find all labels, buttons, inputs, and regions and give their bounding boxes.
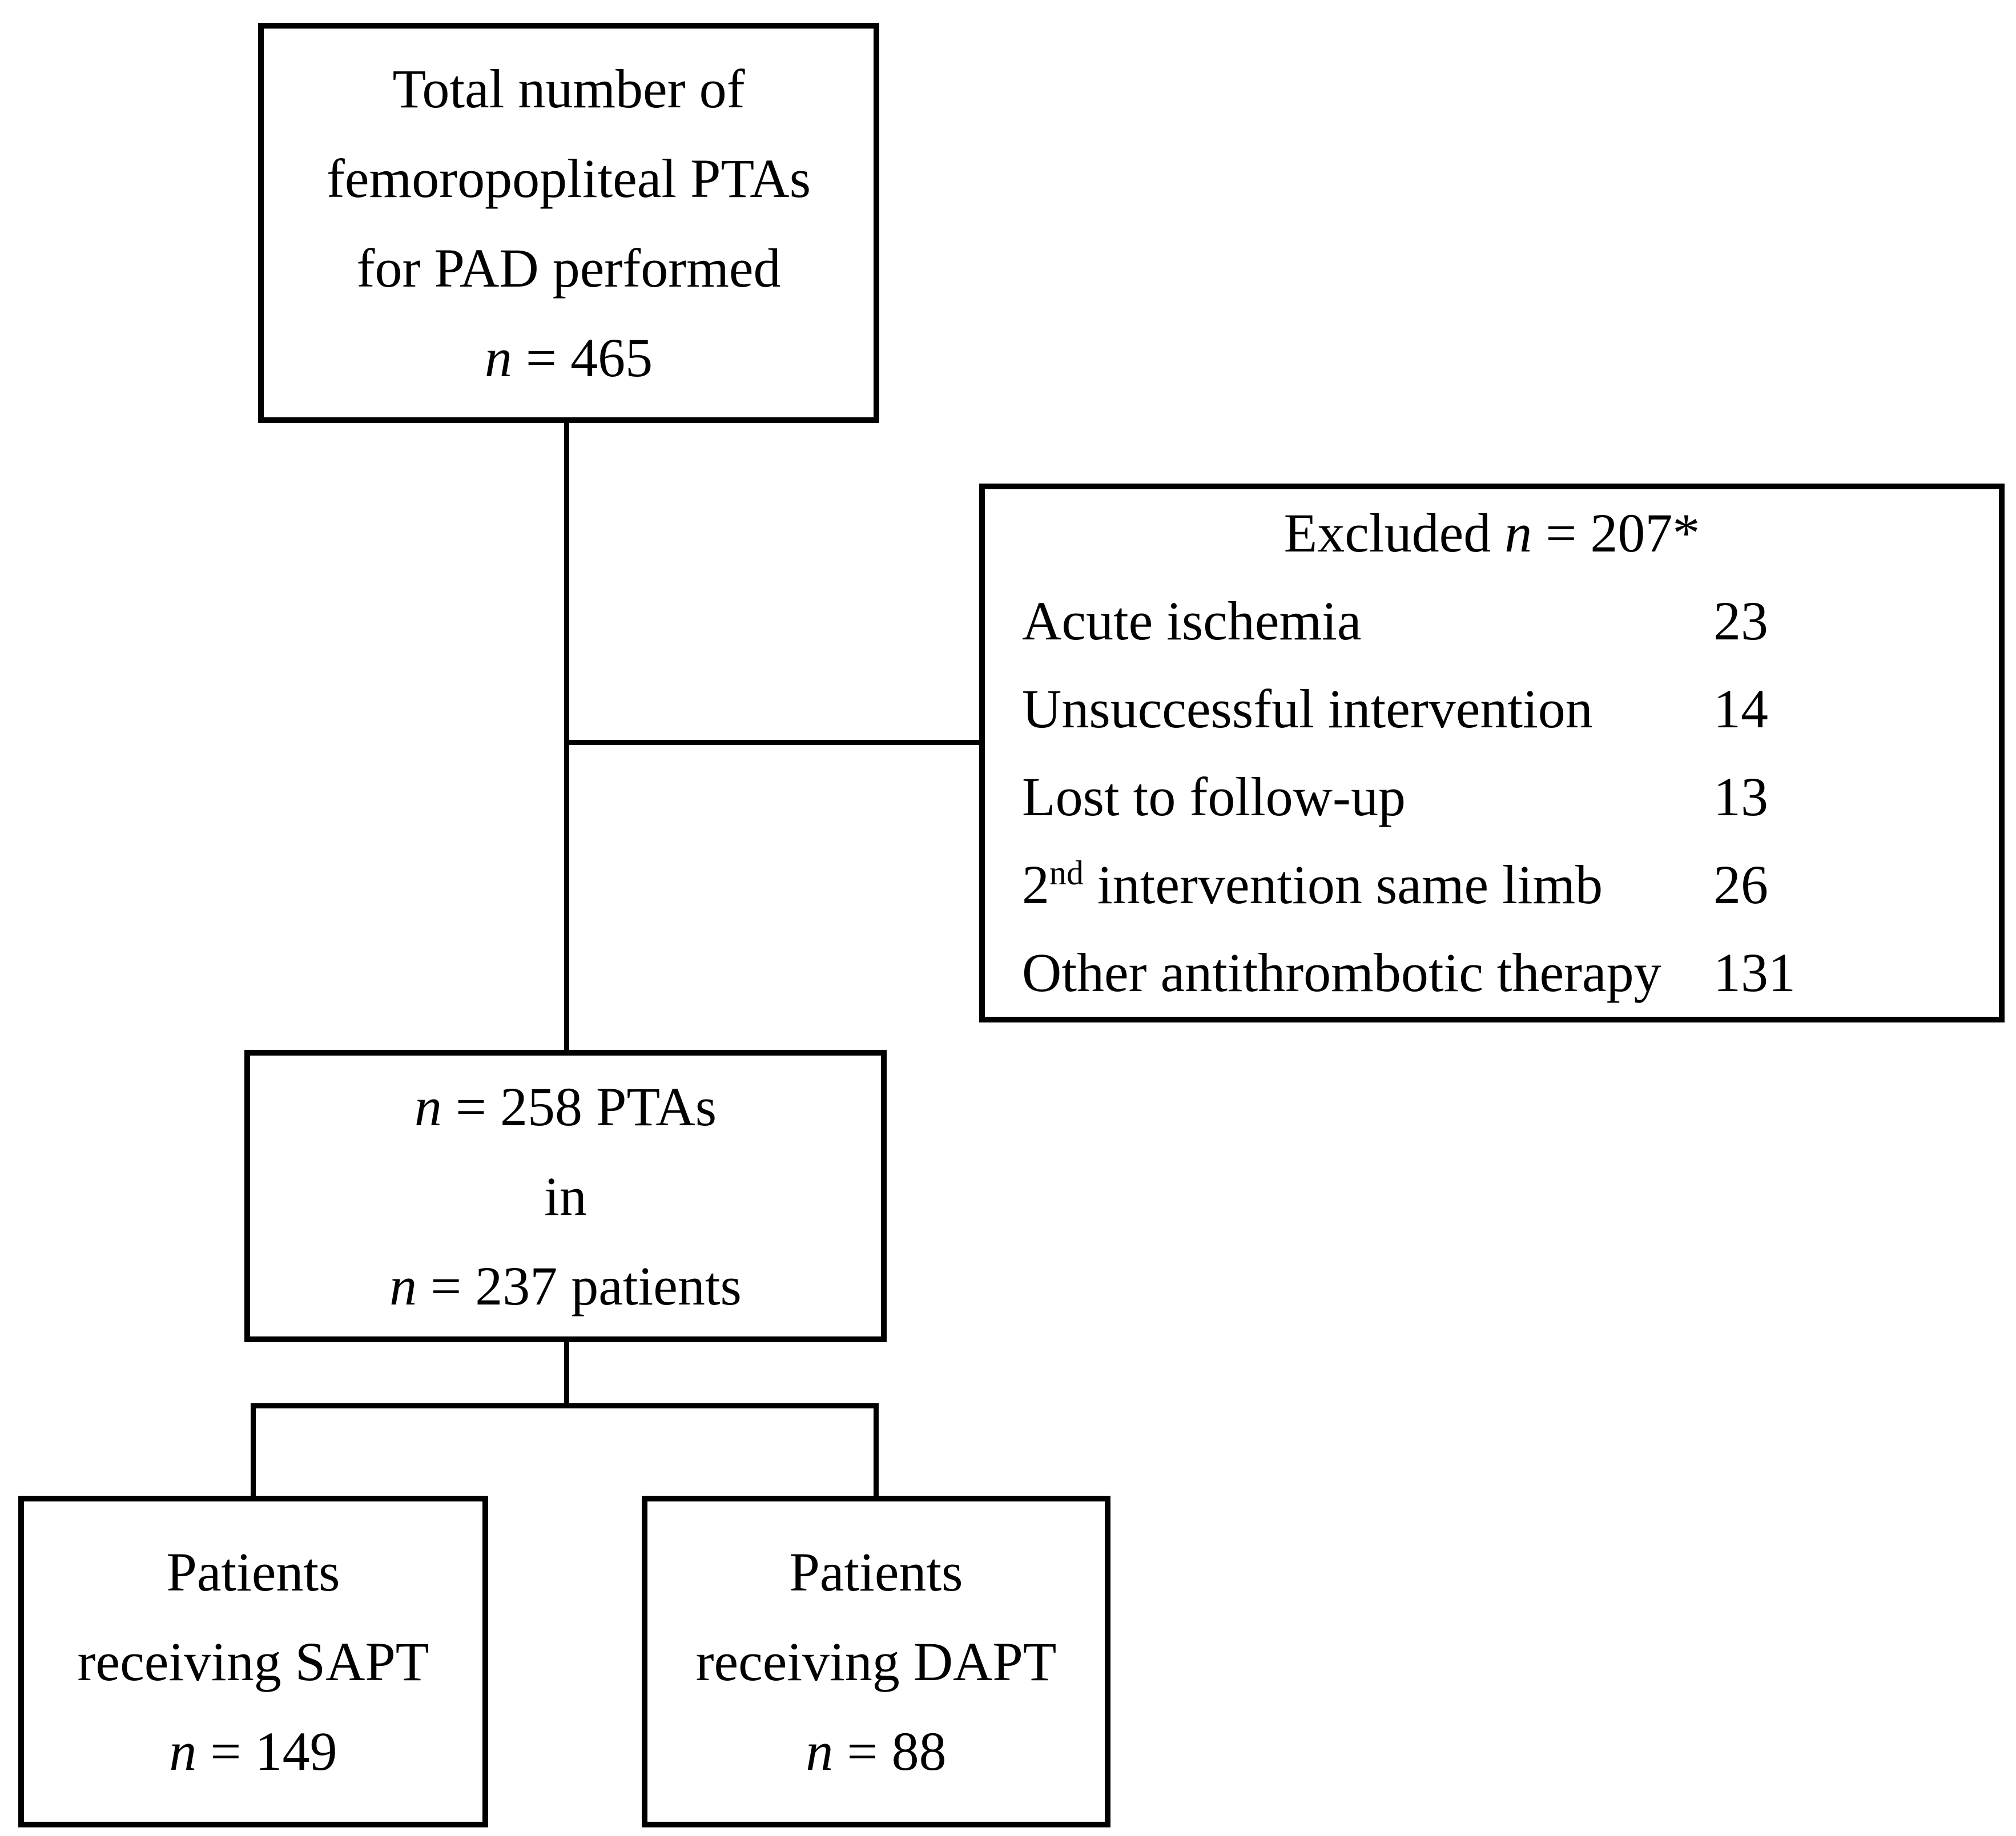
box-text-line: Patients xyxy=(789,1541,963,1603)
n-count-line: n = 88 xyxy=(806,1706,946,1796)
excluded-row-label: Acute ischemia xyxy=(1022,590,1362,651)
box-text-line: receiving SAPT xyxy=(77,1631,429,1692)
excluded-row-label: Unsuccessful intervention xyxy=(1022,678,1593,739)
excluded-title: Excluded n = 207* xyxy=(985,489,1999,577)
box-text-line: in xyxy=(544,1165,587,1227)
n-variable: n xyxy=(484,327,512,388)
sapt-group-box: Patients receiving SAPT n = 149 xyxy=(18,1496,488,1827)
box-text-line: Patients xyxy=(166,1541,340,1603)
box-text-line: Total number of xyxy=(392,58,745,119)
n-variable: n xyxy=(169,1721,197,1782)
excluded-row-label: Other antithrombotic therapy xyxy=(1022,942,1661,1003)
excluded-row: Unsuccessful intervention 14 xyxy=(985,665,1999,753)
excluded-row-value: 26 xyxy=(1713,854,1768,915)
included-ptas-box: n = 258 PTAs in n = 237 patients xyxy=(244,1050,887,1342)
excluded-row-label-rest: intervention same limb xyxy=(1084,854,1603,915)
excluded-row-value: 23 xyxy=(1713,590,1768,651)
box-text-line: femoropopliteal PTAs xyxy=(326,147,811,209)
excluded-row-value: 131 xyxy=(1713,942,1796,1003)
excluded-box: Excluded n = 207* Acute ischemia 23 Unsu… xyxy=(979,484,2005,1022)
n-variable: n xyxy=(1504,502,1532,563)
connector-drop-sapt xyxy=(251,1403,256,1496)
excluded-row: 2nd intervention same limb 26 xyxy=(985,841,1999,929)
ordinal-number: 2 xyxy=(1022,854,1049,915)
connector-total-to-included xyxy=(564,423,569,1050)
n-variable: n xyxy=(806,1721,834,1782)
connector-included-stem xyxy=(564,1342,569,1406)
excluded-row-value: 14 xyxy=(1713,678,1768,739)
n-count-line: n = 237 patients xyxy=(389,1241,742,1331)
n-variable: n xyxy=(414,1076,442,1137)
total-ptas-box: Total number of femoropopliteal PTAs for… xyxy=(258,23,879,423)
connector-branch xyxy=(251,1403,879,1408)
box-text-line: receiving DAPT xyxy=(695,1631,1057,1692)
n-variable: n xyxy=(389,1255,417,1316)
excluded-row: Lost to follow-up 13 xyxy=(985,753,1999,841)
excluded-row-value: 13 xyxy=(1713,766,1768,827)
connector-drop-dapt xyxy=(874,1403,879,1496)
excluded-row: Other antithrombotic therapy 131 xyxy=(985,929,1999,1017)
ordinal-superscript: nd xyxy=(1049,854,1084,892)
dapt-group-box: Patients receiving DAPT n = 88 xyxy=(642,1496,1110,1827)
excluded-row: Acute ischemia 23 xyxy=(985,577,1999,665)
n-count-value: = 258 PTAs xyxy=(441,1076,717,1137)
n-count-value: = 237 patients xyxy=(417,1255,742,1316)
n-count-value: = 207* xyxy=(1532,502,1700,563)
n-count-value: = 465 xyxy=(512,327,653,388)
n-count-line: n = 258 PTAs xyxy=(415,1062,717,1151)
n-count-line: n = 149 xyxy=(169,1706,337,1796)
excluded-title-text: Excluded xyxy=(1283,502,1505,563)
excluded-row-label: 2nd intervention same limb xyxy=(1022,854,1603,915)
connector-to-excluded xyxy=(564,740,979,745)
n-count-value: = 149 xyxy=(196,1721,337,1782)
box-text-line: for PAD performed xyxy=(356,237,781,299)
n-count-value: = 88 xyxy=(833,1721,947,1782)
excluded-row-label: Lost to follow-up xyxy=(1022,766,1406,827)
n-count-line: n = 465 xyxy=(485,313,653,402)
